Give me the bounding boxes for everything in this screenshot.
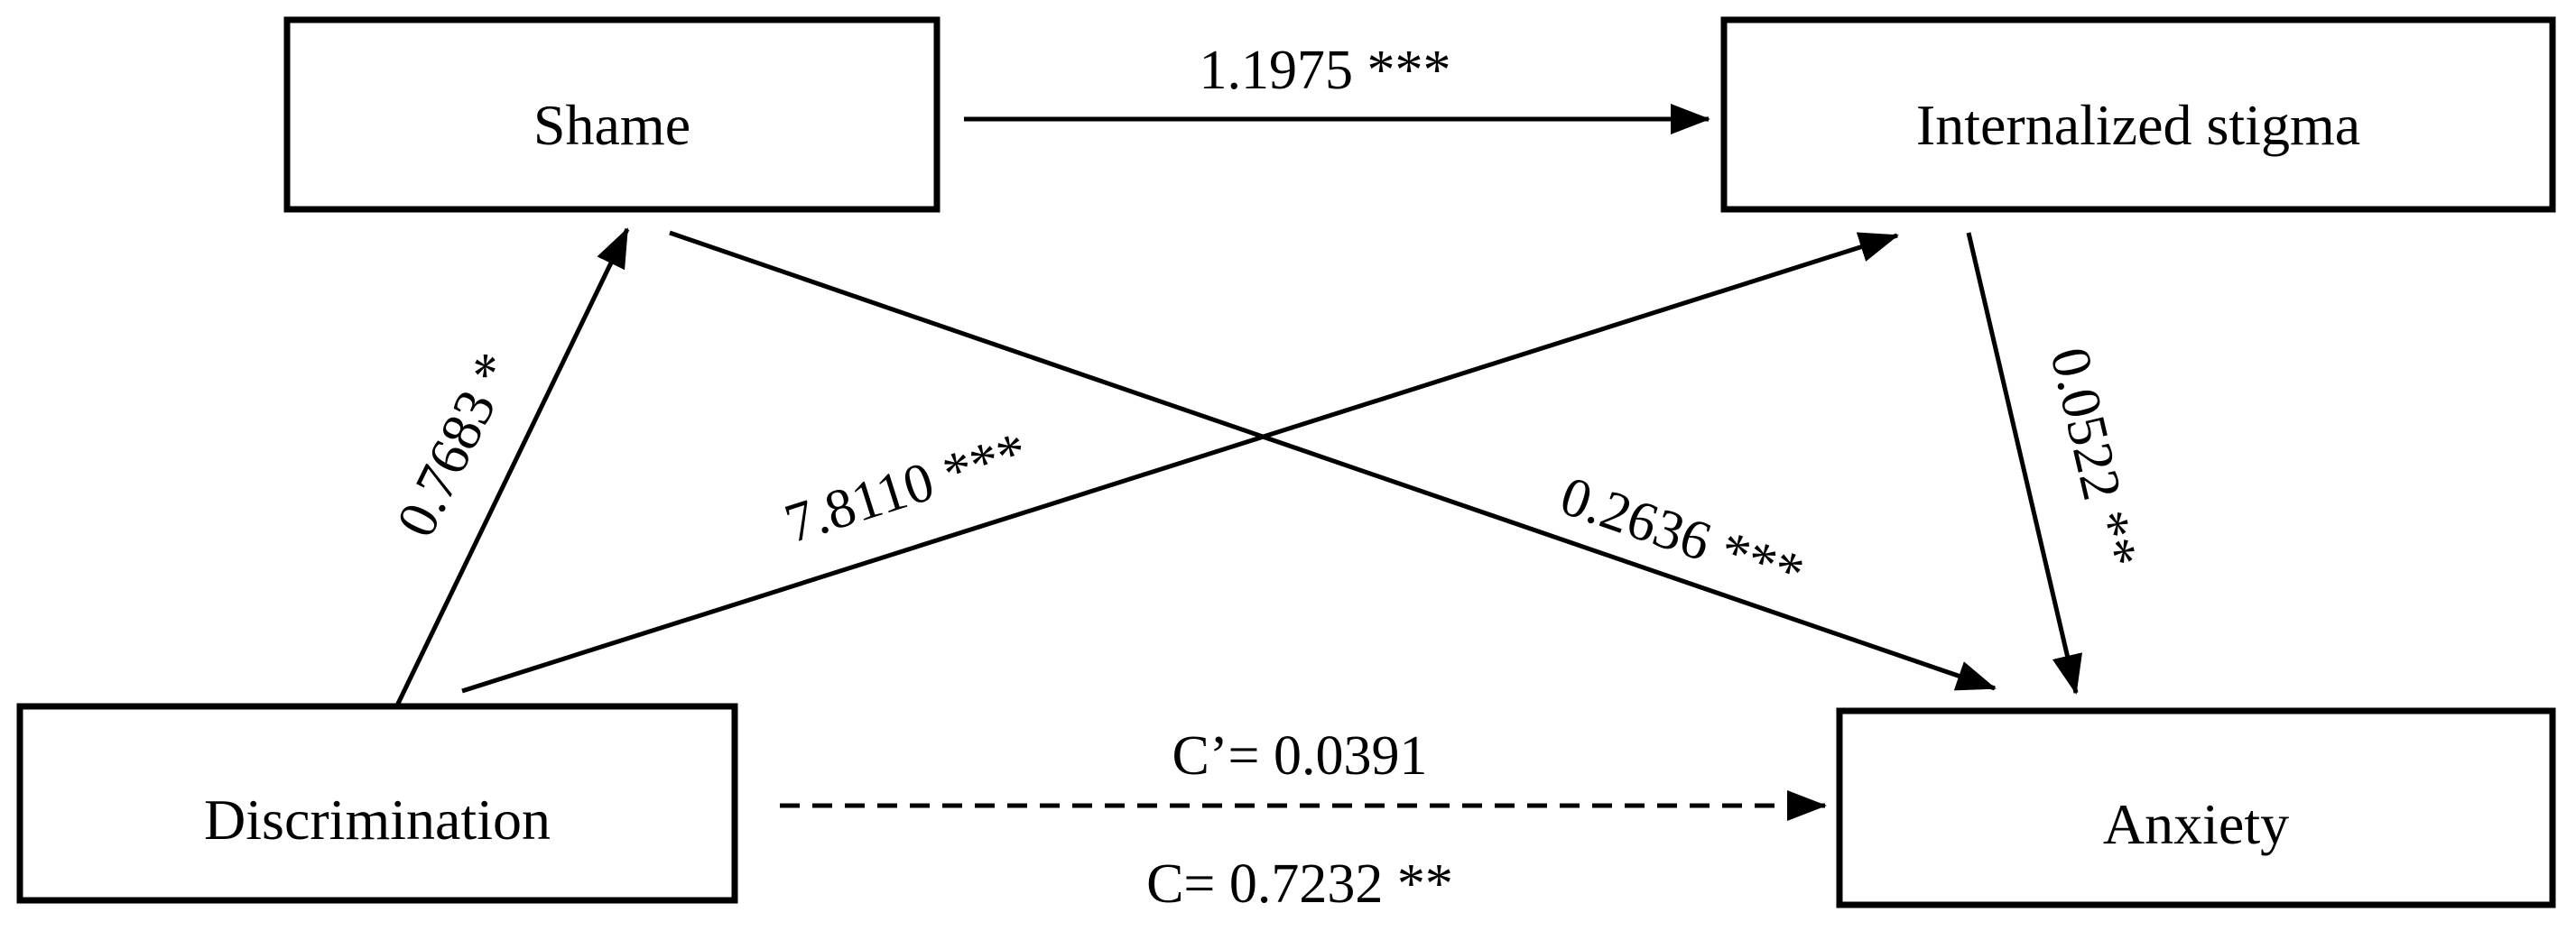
shame-label: Shame [533, 93, 690, 157]
total-effect-coefficient: C= 0.7232 ** [1146, 853, 1453, 915]
discrimination-box [16, 703, 738, 904]
discrimination-to-stigma-coefficient: 7.8110 *** [778, 421, 1034, 555]
shame-to-anxiety-coefficient: 0.2636 *** [1553, 466, 1812, 605]
internalized-stigma-label: Internalized stigma [1916, 93, 2360, 157]
anxiety-label: Anxiety [2103, 792, 2289, 856]
stigma-to-anxiety-arrow [1966, 232, 2083, 695]
direct-effect-coefficient: C’= 0.0391 [1172, 725, 1428, 787]
discrimination-to-shame-coefficient: 0.7683 * [385, 344, 526, 547]
internalized-stigma-box [1720, 16, 2556, 213]
discrimination-label: Discrimination [204, 788, 551, 852]
discrimination-to-shame-arrow [394, 227, 630, 707]
shame-to-stigma-coefficient: 1.1975 *** [1200, 40, 1451, 101]
stigma-to-anxiety-coefficient: 0.0522 ** [2038, 342, 2148, 574]
discrimination-to-stigma-arrow [461, 232, 1899, 694]
shame-box [283, 16, 941, 213]
shame-to-anxiety-arrow [669, 230, 1997, 691]
anxiety-box [1836, 707, 2556, 908]
